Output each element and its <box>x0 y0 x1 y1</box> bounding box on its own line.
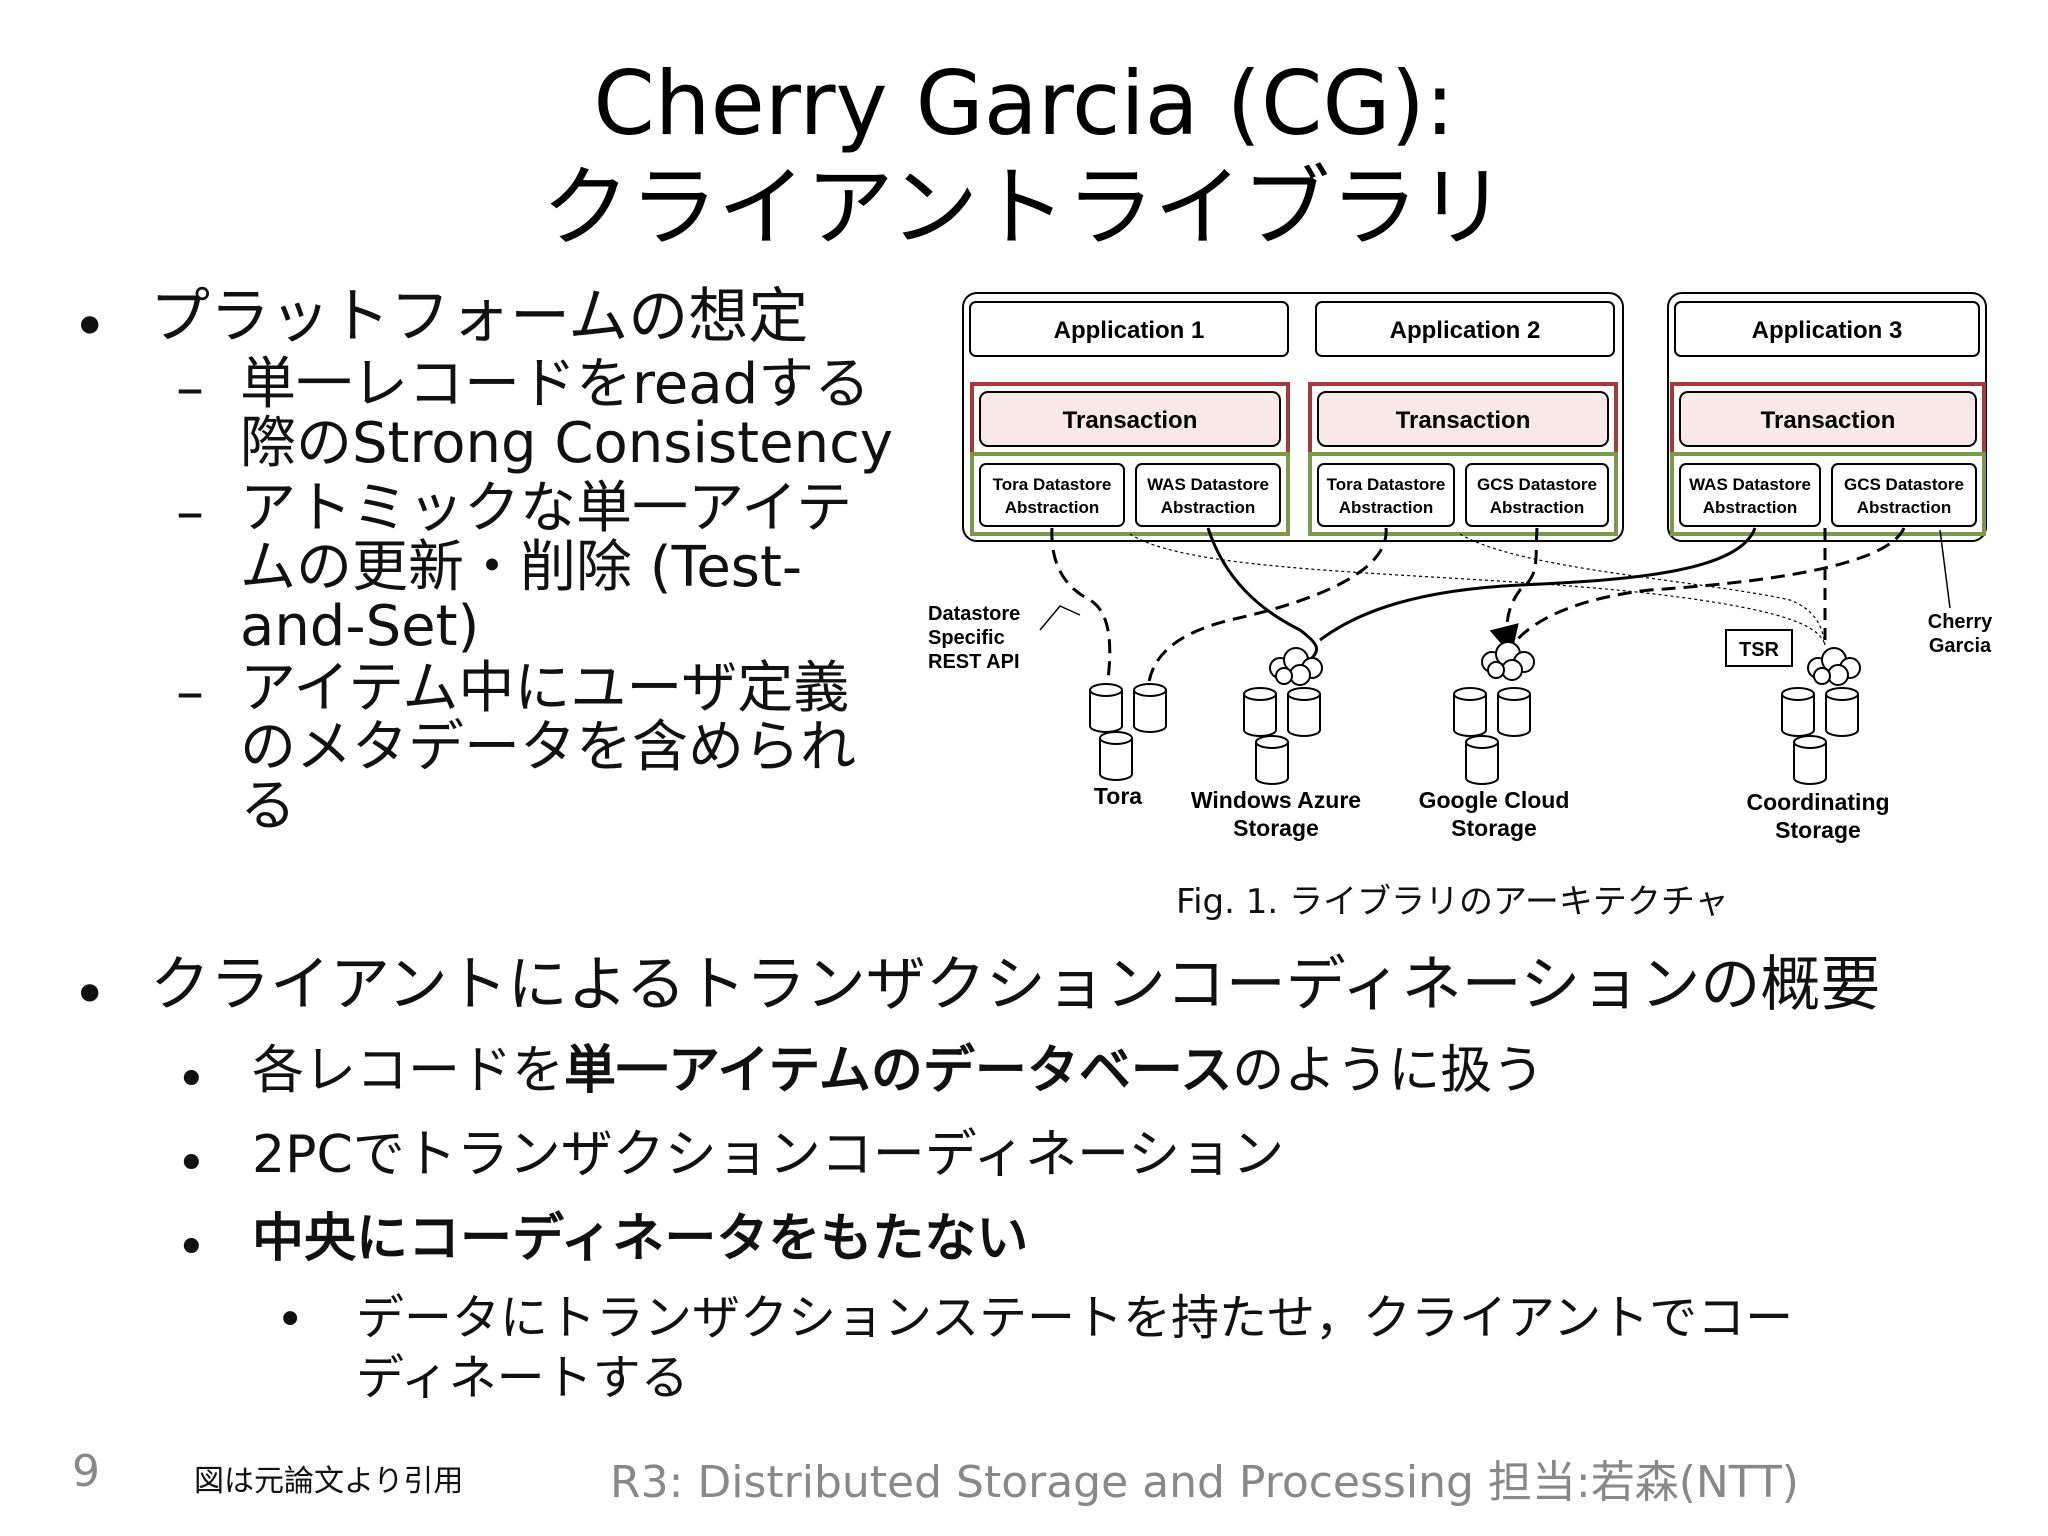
store-label-coord-line: Coordinating <box>1746 789 1889 815</box>
store-label-gcs-line: Storage <box>1451 815 1537 841</box>
dash-glyph: – <box>176 660 204 725</box>
abstraction-line: Abstraction <box>1161 498 1255 517</box>
dotted-connections <box>1129 533 1826 646</box>
rest-api-label-line: Datastore <box>928 603 1020 625</box>
overview-item-1-bold: 単一アイテムのデータベース <box>564 1041 1233 1101</box>
abstraction-line: Abstraction <box>1857 498 1951 517</box>
cherry-garcia-label-line: Garcia <box>1929 635 1992 657</box>
cherry-garcia-pointer <box>1939 529 1951 609</box>
platform-item-1-line-1: 単一レコードをreadする <box>240 352 871 417</box>
bullet-dot: • <box>276 1292 305 1348</box>
tsr-label: TSR <box>1739 639 1780 661</box>
abstraction-frame-2 <box>1308 452 1618 536</box>
platform-item-3-line-1: アイテム中にユーザ定義 <box>240 656 850 721</box>
title-line-1: Cherry Garcia (CG): <box>593 52 1455 155</box>
store-label-coord-line: Storage <box>1775 817 1861 843</box>
dash-glyph: – <box>176 356 204 421</box>
architecture-diagram: Application 1 Application 2 Application … <box>928 292 1993 843</box>
abstraction-line: WAS Datastore <box>1147 475 1269 494</box>
platform-heading: プラットフォームの想定 <box>150 282 809 352</box>
page-number: 9 <box>72 1446 100 1497</box>
store-label-tora: Tora <box>1094 783 1142 809</box>
overview-subitem-line-2: ディネートする <box>356 1350 689 1406</box>
rest-api-pointer <box>1039 605 1081 631</box>
platform-item-1-line-2: 際のStrong Consistency <box>240 410 893 476</box>
cherry-garcia-label-line: Cherry <box>1928 611 1993 633</box>
transaction-label-3: Transaction <box>1761 407 1896 434</box>
abstraction-line: Abstraction <box>1339 498 1433 517</box>
overview-item-1: 各レコードを単一アイテムのデータベースのように扱う <box>252 1044 1544 1099</box>
app-label-1: Application 1 <box>1054 317 1205 344</box>
abstraction-box <box>1317 463 1455 527</box>
rest-api-label-line: REST API <box>928 651 1020 673</box>
database-icon <box>1089 683 1859 785</box>
platform-item-2-line-3: and-Set) <box>240 593 480 659</box>
abstraction-line: Abstraction <box>1703 498 1797 517</box>
platform-item-3: アイテム中にユーザ定義 のメタデータを含められ る <box>240 656 856 839</box>
transaction-label-1: Transaction <box>1063 407 1198 434</box>
store-label-was-line: Windows Azure <box>1191 787 1361 813</box>
tsr-box <box>1725 629 1793 667</box>
abstraction-box <box>1465 463 1609 527</box>
abstraction-line: GCS Datastore <box>1477 475 1597 494</box>
transaction-box-3 <box>1679 391 1977 447</box>
abstraction-box <box>1679 463 1821 527</box>
dash-glyph: – <box>176 480 204 545</box>
title-line-2: クライアントライブラリ <box>541 156 1507 259</box>
store-label-gcs-line: Google Cloud <box>1419 787 1570 813</box>
transaction-label-2: Transaction <box>1396 407 1531 434</box>
platform-item-2: アトミックな単一アイテ ムの更新・削除 (Test- and-Set) <box>240 476 853 659</box>
bullet-dot: • <box>176 1050 207 1110</box>
abstraction-frame-3 <box>1670 452 1986 536</box>
platform-item-1: 単一レコードをreadする 際のStrong Consistency <box>240 352 893 476</box>
app-label-3: Application 3 <box>1752 317 1903 344</box>
overview-item-1-post: のように扱う <box>1232 1041 1545 1101</box>
connections <box>1050 527 1906 691</box>
store-label-was-line: Storage <box>1233 815 1319 841</box>
rest-api-label-line: Specific <box>928 627 1005 649</box>
cloud-icon <box>1807 647 1861 686</box>
slide-title: Cherry Garcia (CG): クライアントライブラリ <box>0 52 2048 260</box>
abstraction-box <box>979 463 1125 527</box>
bullet-dot: • <box>176 1134 207 1194</box>
abstraction-line: Tora Datastore <box>993 475 1112 494</box>
app-box-1 <box>969 301 1289 357</box>
abstraction-line: GCS Datastore <box>1844 475 1964 494</box>
transaction-box-1 <box>979 391 1281 447</box>
platform-item-2-line-1: アトミックな単一アイテ <box>240 476 853 541</box>
app-label-2: Application 2 <box>1390 317 1541 344</box>
track-label: R3: Distributed Storage and Processing 担… <box>610 1457 1799 1508</box>
abstraction-line: Abstraction <box>1005 498 1099 517</box>
app-box-3 <box>1674 301 1980 357</box>
overview-heading: クライアントによるトランザクションコーディネーションの概要 <box>150 950 1881 1020</box>
abstraction-line: Tora Datastore <box>1327 475 1446 494</box>
overview-subitem: データにトランザクションステートを持たせ，クライアントでコー ディネートする <box>356 1288 1793 1408</box>
app-box-2 <box>1315 301 1615 357</box>
platform-item-2-line-2: ムの更新・削除 (Test- <box>240 534 803 600</box>
bullet-dot: • <box>72 960 108 1030</box>
figure-caption: Fig. 1. ライブラリのアーキテクチャ <box>1176 882 1729 922</box>
abstraction-line: Abstraction <box>1490 498 1584 517</box>
bullet-dot: • <box>176 1218 207 1278</box>
cloud-icon <box>1481 641 1535 681</box>
overview-item-3: 中央にコーディネータをもたない <box>252 1209 1029 1269</box>
overview-subitem-line-1: データにトランザクションステートを持たせ，クライアントでコー <box>356 1290 1794 1346</box>
bullet-dot: • <box>72 292 108 362</box>
overview-item-2: 2PCでトランザクションコーディネーション <box>252 1125 1285 1185</box>
abstraction-box <box>1135 463 1281 527</box>
abstraction-line: WAS Datastore <box>1689 475 1811 494</box>
abstraction-box <box>1831 463 1977 527</box>
figure-source-note: 図は元論文より引用 <box>194 1464 464 1499</box>
transaction-box-2 <box>1317 391 1609 447</box>
platform-item-3-line-3: る <box>240 773 296 839</box>
overview-item-1-pre: 各レコードを <box>252 1041 565 1101</box>
cloud-icon <box>1269 647 1323 686</box>
platform-item-3-line-2: のメタデータを含められ <box>240 714 856 780</box>
